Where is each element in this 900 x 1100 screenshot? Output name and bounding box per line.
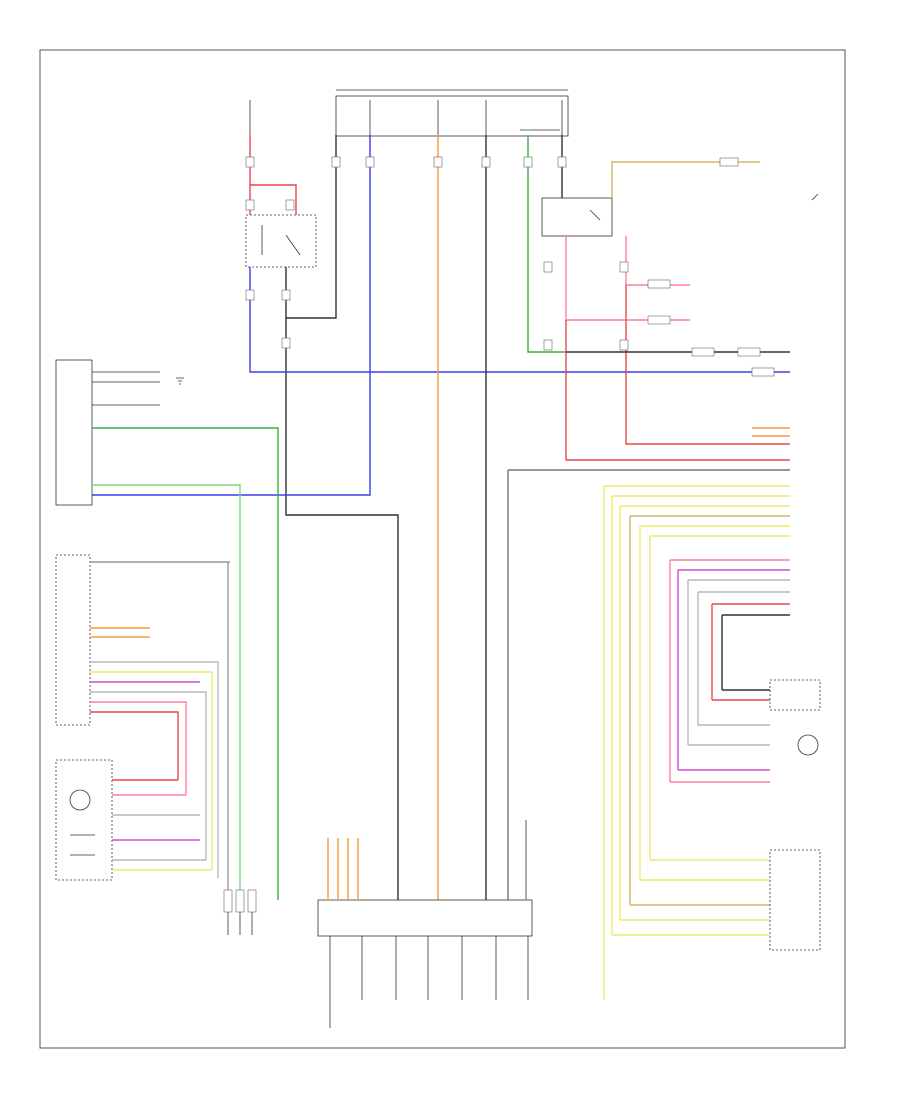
wire-blue-1 (249, 267, 790, 373)
left-module-2 (55, 554, 230, 726)
relay-switch (245, 214, 317, 268)
relay-module (541, 197, 613, 237)
wire-red-4 (565, 320, 790, 461)
wire-tan (611, 161, 760, 198)
right-lower-wires (612, 689, 770, 936)
left-control-module (55, 359, 160, 506)
fuse-block (249, 89, 569, 137)
left-module-2-wires (90, 627, 219, 878)
ground-symbols (176, 193, 819, 385)
wire-black-1 (285, 135, 399, 900)
diagram-border (39, 49, 846, 1049)
wire-green-1 (527, 135, 566, 353)
wire-red-3 (625, 285, 790, 445)
top-wires (92, 135, 790, 900)
wire-green-2 (92, 427, 279, 900)
right-lower-components (769, 679, 821, 951)
wire-gray-3 (90, 561, 229, 900)
connector-blocks (245, 156, 775, 377)
bottom-control-module (317, 820, 533, 1028)
left-module-3 (55, 759, 212, 881)
wire-light-green-1 (92, 484, 241, 900)
bottom-left-connectors (223, 889, 257, 935)
right-connector-wires (603, 427, 790, 1000)
wire-pink-2 (565, 236, 690, 321)
wire-pink-1 (625, 236, 690, 286)
wire-blue-2 (92, 135, 371, 496)
